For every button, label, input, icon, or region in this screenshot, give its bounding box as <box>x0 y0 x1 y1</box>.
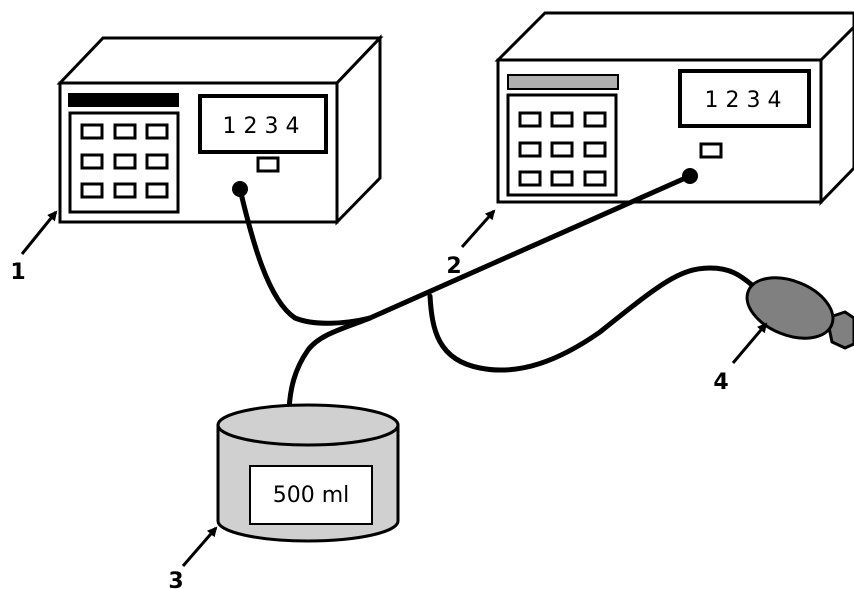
device-2-side <box>819 24 854 206</box>
device-1-label-strip <box>68 93 179 107</box>
callout-2-arrow <box>460 209 496 248</box>
device-1-keys <box>80 123 169 199</box>
device-2-key <box>550 111 574 128</box>
tube-to-bulb <box>427 265 755 373</box>
device-2-key <box>518 170 542 187</box>
device-1: 1 2 3 4 <box>56 34 384 226</box>
device-1-key <box>145 182 169 199</box>
tube-main <box>286 173 693 413</box>
device-1-key <box>113 182 137 199</box>
device-1-display <box>198 94 328 154</box>
device-1-display-value: 1 2 3 4 <box>223 114 300 139</box>
device-1-key <box>145 123 169 140</box>
container: 500 ml <box>216 403 400 543</box>
callout-4: 4 <box>713 370 728 395</box>
device-2: 1 2 3 4 <box>494 11 854 206</box>
device-2-key <box>518 111 542 128</box>
callouts: 1 2 3 4 <box>10 209 768 589</box>
device-2-key <box>550 170 574 187</box>
device-2-top <box>494 11 854 62</box>
device-2-key <box>583 141 607 158</box>
device-2-display <box>678 69 811 128</box>
device-2-key <box>518 141 542 158</box>
device-2-display-value: 1 2 3 4 <box>705 88 782 113</box>
callout-3-arrow <box>181 526 218 567</box>
container-volume-label: 500 ml <box>273 483 350 508</box>
device-2-key <box>583 111 607 128</box>
device-2-key <box>583 170 607 187</box>
callout-3: 3 <box>168 569 183 589</box>
bulb-body <box>745 276 835 340</box>
device-1-key <box>80 182 104 199</box>
container-label <box>249 465 373 525</box>
container-lid <box>216 403 400 447</box>
device-1-key <box>113 123 137 140</box>
tubing <box>237 173 755 413</box>
device-1-top <box>56 36 384 85</box>
device-1-key <box>80 153 104 170</box>
device-2-keys <box>518 111 607 187</box>
callout-1: 1 <box>10 260 25 285</box>
bulb <box>745 276 854 350</box>
device-1-button <box>256 156 280 173</box>
device-1-key <box>145 153 169 170</box>
device-1-key <box>113 153 137 170</box>
device-2-label-strip <box>507 74 619 90</box>
callout-4-arrow <box>731 322 768 364</box>
device-1-key <box>80 123 104 140</box>
callout-1-arrow <box>20 210 58 255</box>
tube-from-device-1 <box>237 186 373 326</box>
callout-2: 2 <box>446 254 461 279</box>
device-2-button <box>699 142 723 159</box>
device-2-key <box>550 141 574 158</box>
